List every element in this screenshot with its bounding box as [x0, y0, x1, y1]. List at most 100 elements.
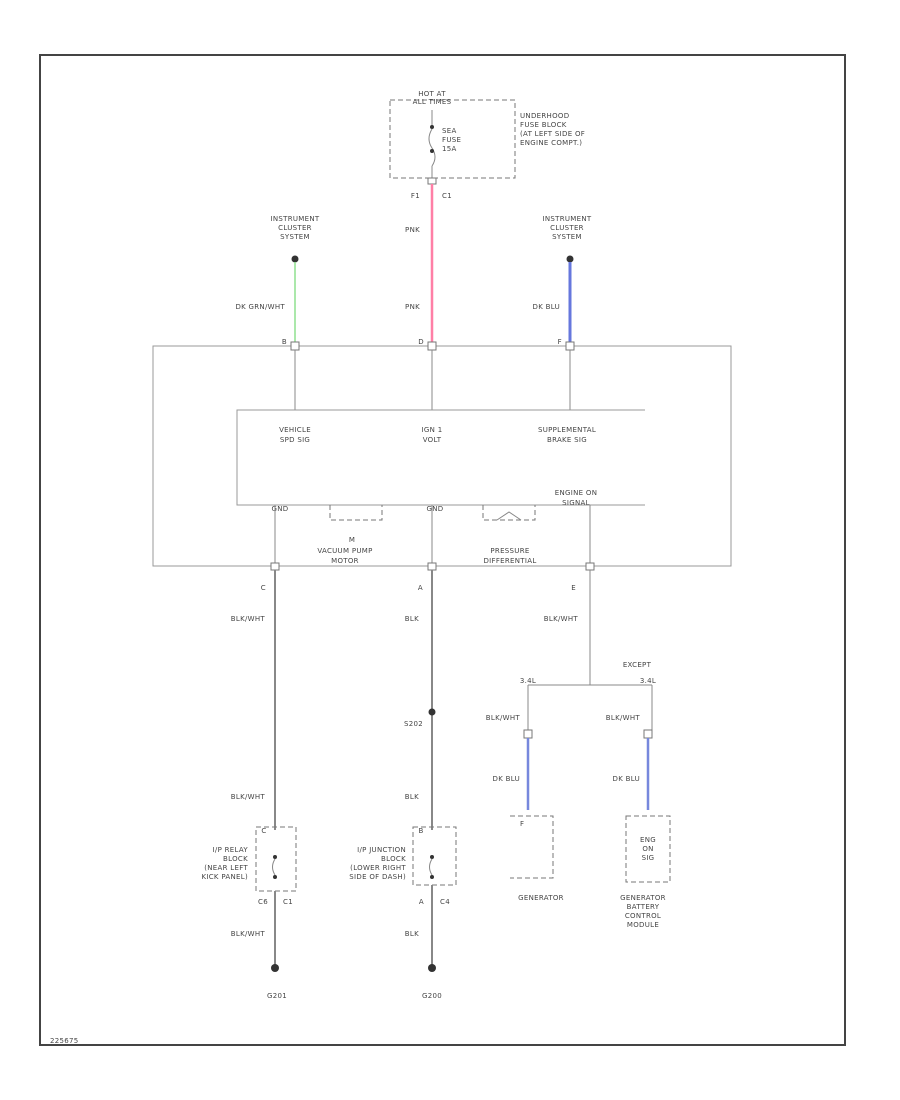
g201-ground-terminal — [271, 964, 279, 972]
fuse-block-outline — [389, 99, 516, 179]
ip-relay-block-outline — [255, 826, 297, 892]
pnk-wire-label-lower: PNK — [405, 303, 420, 311]
gen-wire-label-2: DK BLU — [493, 775, 520, 783]
option-left-label: 3.4L — [520, 677, 536, 685]
pin-b-connector — [290, 341, 300, 351]
ic-right-terminal — [566, 255, 574, 263]
ip-junction-block-outline — [412, 826, 457, 886]
dk-grn-wht-label: DK GRN/WHT — [235, 303, 285, 311]
ip-relay-conn-bottom: C1 — [283, 898, 293, 906]
fuse-type: FUSE — [442, 136, 461, 144]
ip-relay-line2: BLOCK — [223, 855, 248, 863]
fuse-block-line1: UNDERHOOD — [520, 112, 569, 120]
pin-f-label: F — [558, 338, 562, 346]
ip-junction-line3: (LOWER RIGHT — [350, 864, 406, 872]
ip-junction-line4: SIDE OF DASH) — [349, 873, 406, 881]
underhood-fuse-block: HOT AT ALL TIMES SEA FUSE 15A UNDERHOOD … — [389, 90, 585, 200]
pin-a-connector — [427, 562, 437, 571]
mid-wire-label-1: BLK — [405, 615, 419, 623]
diagram-id: 225675 — [50, 1037, 79, 1045]
g200-label: G200 — [422, 992, 442, 1000]
ic-right-line2: CLUSTER — [550, 224, 584, 232]
pin-a-label: A — [418, 584, 423, 592]
pnk-wire-label-upper: PNK — [405, 226, 420, 234]
mid-wire-label-2: BLK — [405, 793, 419, 801]
right-wire-label-top: BLK/WHT — [544, 615, 579, 623]
vacuum-pump-line1: VACUUM PUMP — [317, 547, 372, 555]
fuse-rating: 15A — [442, 145, 457, 153]
fuse-terminal-bottom — [430, 149, 434, 153]
pin-e-connector — [585, 562, 595, 571]
pin-d-connector — [427, 341, 437, 351]
fuse-block-line2: FUSE BLOCK — [520, 121, 567, 129]
bcm-inner-line3: SIG — [642, 854, 655, 862]
bcm-label-line3: CONTROL — [625, 912, 661, 920]
ip-relay-line4: KICK PANEL) — [201, 873, 248, 881]
all-times-label: ALL TIMES — [413, 98, 452, 106]
option-split-bus — [527, 672, 653, 730]
bcm-inner-line2: ON — [642, 845, 653, 853]
pin-f-connector — [565, 341, 575, 351]
left-wire-label-1: BLK/WHT — [231, 615, 266, 623]
pressure-line1: PRESSURE — [490, 547, 529, 555]
ip-relay-link — [272, 858, 276, 876]
pressure-switch-contact — [496, 511, 522, 521]
bcm-outline — [625, 815, 671, 883]
except-label: EXCEPT — [623, 661, 652, 669]
s202-label: S202 — [404, 720, 423, 728]
bcm-wire-label-1: BLK/WHT — [606, 714, 641, 722]
vacuum-pump-line2: MOTOR — [331, 557, 359, 565]
pin-e-label: E — [571, 584, 576, 592]
ic-left-line2: CLUSTER — [278, 224, 312, 232]
left-wire-label-2: BLK/WHT — [231, 793, 266, 801]
fuse-connector — [427, 177, 437, 185]
fuse-symbol — [428, 128, 436, 167]
ic-right-line3: SYSTEM — [552, 233, 582, 241]
gnd-mid-label: GND — [427, 505, 444, 513]
ip-relay-line3: (NEAR LEFT — [204, 864, 248, 872]
pin-c-label: C — [261, 584, 266, 592]
pressure-line2: DIFFERENTIAL — [483, 557, 536, 565]
option-right-label: 3.4L — [640, 677, 656, 685]
controller-box — [236, 409, 645, 506]
s202-splice-dot — [428, 708, 436, 716]
ip-junction-line1: I/P JUNCTION — [357, 846, 406, 854]
fuse-block-line3: (AT LEFT SIDE OF — [520, 130, 585, 138]
ic-left-terminal — [291, 255, 299, 263]
fuse-block-line4: ENGINE COMPT.) — [520, 139, 582, 147]
brake-line1: SUPPLEMENTAL — [538, 426, 596, 434]
fuse-terminal-top — [430, 125, 434, 129]
left-ground-branch: BLK/WHT BLK/WHT C I/P RELAY BLOCK (NEAR … — [201, 570, 297, 1000]
ign-line1: IGN 1 — [422, 426, 443, 434]
ic-left-line1: INSTRUMENT — [271, 215, 320, 223]
g200-ground-terminal — [428, 964, 436, 972]
engine-on-line1: ENGINE ON — [555, 489, 597, 497]
mid-ground-branch: BLK S202 BLK B I/P JUNCTION BLOCK (LOWER… — [349, 570, 457, 1000]
module-outer-box — [152, 345, 732, 567]
vss-line1: VEHICLE — [279, 426, 311, 434]
pin-b-label: B — [282, 338, 287, 346]
bcm-inline-connector — [643, 729, 653, 739]
motor-letter: M — [349, 536, 355, 544]
ign-line2: VOLT — [423, 436, 442, 444]
gen-wire-label-1: BLK/WHT — [486, 714, 521, 722]
engine-on-line2: SIGNAL — [562, 499, 590, 507]
ip-junction-link — [429, 858, 433, 876]
mid-wire-label-3: BLK — [405, 930, 419, 938]
module-assembly: B D F VEHICLE SPD SIG IGN 1 VOLT SUPPLEM… — [152, 338, 732, 592]
left-wire-label-3: BLK/WHT — [231, 930, 266, 938]
instrument-cluster-left: INSTRUMENT CLUSTER SYSTEM DK GRN/WHT — [235, 215, 320, 342]
ic-left-line3: SYSTEM — [280, 233, 310, 241]
pressure-differential-symbol — [482, 505, 536, 521]
instrument-cluster-right: INSTRUMENT CLUSTER SYSTEM DK BLU — [533, 215, 592, 342]
pin-d-label: D — [418, 338, 424, 346]
ip-relay-pin-top: C — [261, 827, 266, 835]
brake-line2: BRAKE SIG — [547, 436, 587, 444]
bcm-label-line2: BATTERY — [627, 903, 660, 911]
generator-label: GENERATOR — [518, 894, 564, 902]
vss-line2: SPD SIG — [280, 436, 310, 444]
fuse-name: SEA — [442, 127, 457, 135]
vacuum-pump-motor-symbol — [329, 505, 383, 521]
gen-pin-label: F — [520, 820, 524, 828]
ip-relay-line1: I/P RELAY — [213, 846, 249, 854]
